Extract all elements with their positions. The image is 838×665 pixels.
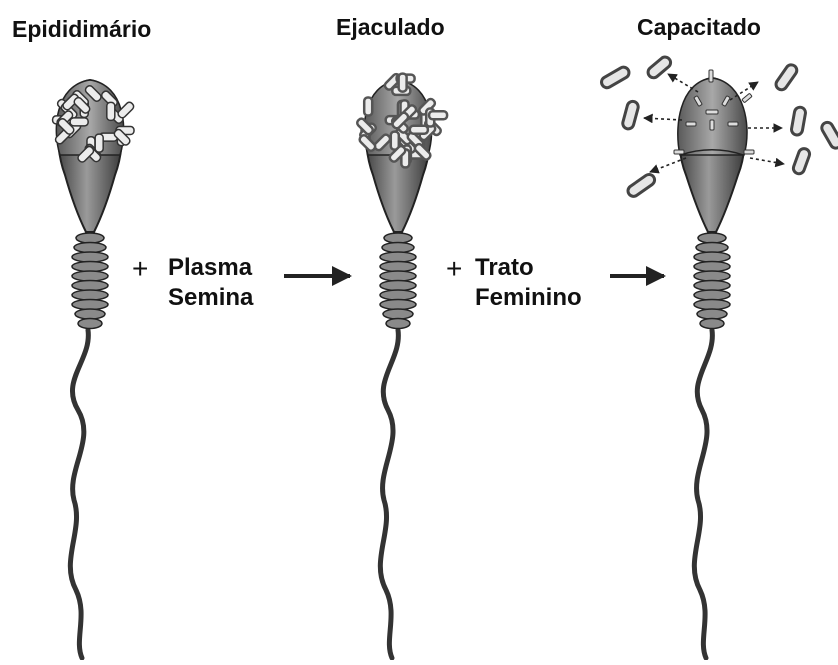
surface-protein: [364, 98, 372, 116]
transition-label-2-line2: Feminino: [475, 285, 582, 311]
midpiece-ring: [694, 262, 730, 272]
plus-sign: +: [132, 256, 148, 282]
midpiece-ring: [72, 271, 108, 281]
surface-protein: [410, 126, 428, 134]
sperm-tail: [70, 330, 88, 658]
midpiece-ring: [694, 271, 730, 281]
midpiece-ring: [72, 281, 108, 291]
midpiece-ring: [74, 243, 106, 253]
midpiece-ring: [694, 281, 730, 291]
surface-protein: [95, 134, 103, 152]
sperm-ejaculado: [356, 73, 447, 658]
midpiece-ring: [386, 319, 410, 329]
midpiece-ring: [380, 271, 416, 281]
midpiece-ring: [380, 281, 416, 291]
midpiece-ring: [72, 290, 108, 300]
midpiece-ring: [698, 233, 726, 243]
midpiece-ring: [380, 262, 416, 272]
midpiece-ring: [72, 252, 108, 262]
stage-title-epididimario: Epididimário: [12, 16, 151, 43]
midpiece-ring: [382, 243, 414, 253]
midpiece-ring: [694, 252, 730, 262]
sperm-midpiece: [694, 233, 730, 329]
transition-label-2-line1: Trato: [475, 255, 534, 281]
plus-sign: +: [446, 256, 462, 282]
surface-protein: [399, 74, 407, 92]
midpiece-ring: [696, 243, 728, 253]
sperm-tail: [694, 330, 712, 658]
midpiece-ring: [384, 233, 412, 243]
midpiece-ring: [380, 290, 416, 300]
sperm-epididimario: [53, 80, 135, 658]
midpiece-ring: [76, 233, 104, 243]
midpiece-ring: [383, 309, 413, 319]
midpiece-ring: [75, 309, 105, 319]
midpiece-ring: [694, 290, 730, 300]
midpiece-ring: [700, 319, 724, 329]
midpiece-ring: [694, 300, 730, 310]
stage-title-ejaculado: Ejaculado: [336, 14, 445, 41]
transition-label-1-line1: Plasma: [168, 255, 252, 281]
midpiece-ring: [380, 300, 416, 310]
midpiece-ring: [72, 300, 108, 310]
midpiece-ring: [697, 309, 727, 319]
transition-label-1-line2: Semina: [168, 285, 253, 311]
midpiece-ring: [78, 319, 102, 329]
sperm-acrosome: [678, 78, 747, 155]
surface-protein: [70, 118, 88, 126]
sperm-capacitado: [600, 55, 838, 658]
surface-protein: [107, 102, 115, 120]
stage-title-capacitado: Capacitado: [637, 14, 761, 41]
sperm-midpiece: [380, 233, 416, 329]
midpiece-ring: [380, 252, 416, 262]
sperm-midpiece: [72, 233, 108, 329]
midpiece-ring: [72, 262, 108, 272]
sperm-tail: [380, 330, 398, 658]
surface-protein: [429, 111, 447, 119]
